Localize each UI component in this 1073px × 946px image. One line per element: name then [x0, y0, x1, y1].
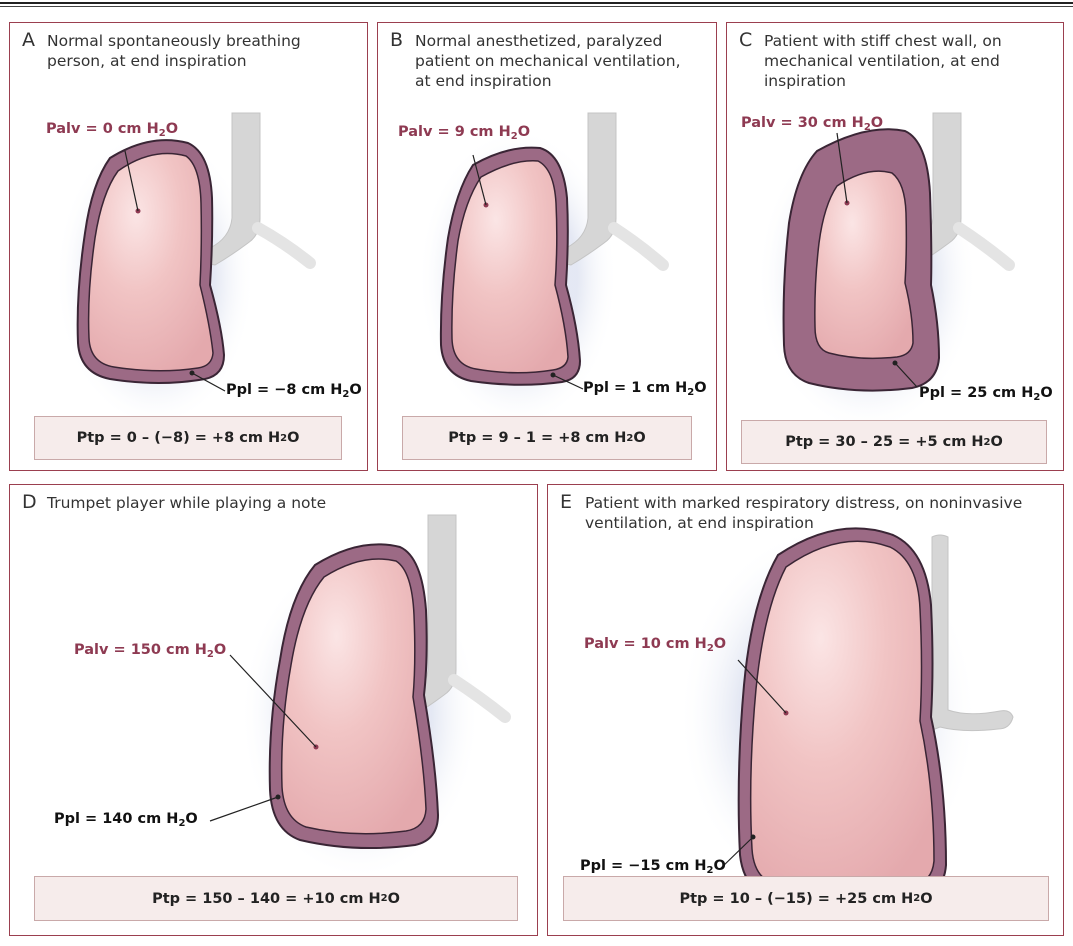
palv-label: Palv = 30 cm H2O: [741, 115, 883, 133]
panel-e: E Patient with marked respiratory distre…: [547, 484, 1064, 936]
top-rule: [0, 2, 1073, 4]
ppl-label: Ppl = 140 cm H2O: [54, 811, 198, 829]
lung-illustration: [727, 23, 1065, 472]
panel-b: B Normal anesthetized, paralyzed patient…: [377, 22, 717, 471]
ppl-label: Ppl = −15 cm H2O: [580, 858, 726, 876]
top-rule-thin: [0, 6, 1073, 7]
lung-illustration: [10, 485, 539, 937]
palv-label: Palv = 0 cm H2O: [46, 121, 178, 139]
panel-c: C Patient with stiff chest wall, on mech…: [726, 22, 1064, 471]
ppl-label: Ppl = 25 cm H2O: [919, 385, 1053, 403]
lung-illustration: [378, 23, 718, 472]
palv-label: Palv = 9 cm H2O: [398, 124, 530, 142]
panel-a: A Normal spontaneously breathing person,…: [9, 22, 368, 471]
ppl-label: Ppl = −8 cm H2O: [226, 382, 362, 400]
palv-label: Palv = 150 cm H2O: [74, 642, 226, 660]
palv-label: Palv = 10 cm H2O: [584, 636, 726, 654]
ppl-label: Ppl = 1 cm H2O: [583, 380, 707, 398]
lung-illustration: [10, 23, 369, 472]
panel-d: D Trumpet player while playing a note Pa…: [9, 484, 538, 936]
